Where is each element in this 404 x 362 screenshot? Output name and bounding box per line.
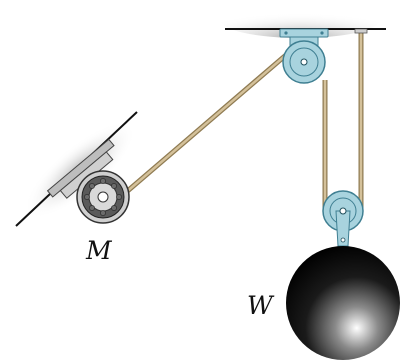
rope xyxy=(115,28,368,210)
ceiling-pulley xyxy=(279,28,329,84)
movable-pulley xyxy=(322,190,364,247)
weight-label: W xyxy=(247,291,275,320)
motor-axle xyxy=(97,191,109,203)
weight-ball xyxy=(286,246,400,360)
motor-bolts xyxy=(84,178,122,216)
rope-anchor xyxy=(354,28,368,34)
ceiling-pulley-axle xyxy=(300,58,308,66)
weight-sphere xyxy=(286,246,400,360)
movable-pulley-axle xyxy=(339,207,347,215)
motor-label: M xyxy=(85,236,113,265)
motor xyxy=(46,138,130,224)
